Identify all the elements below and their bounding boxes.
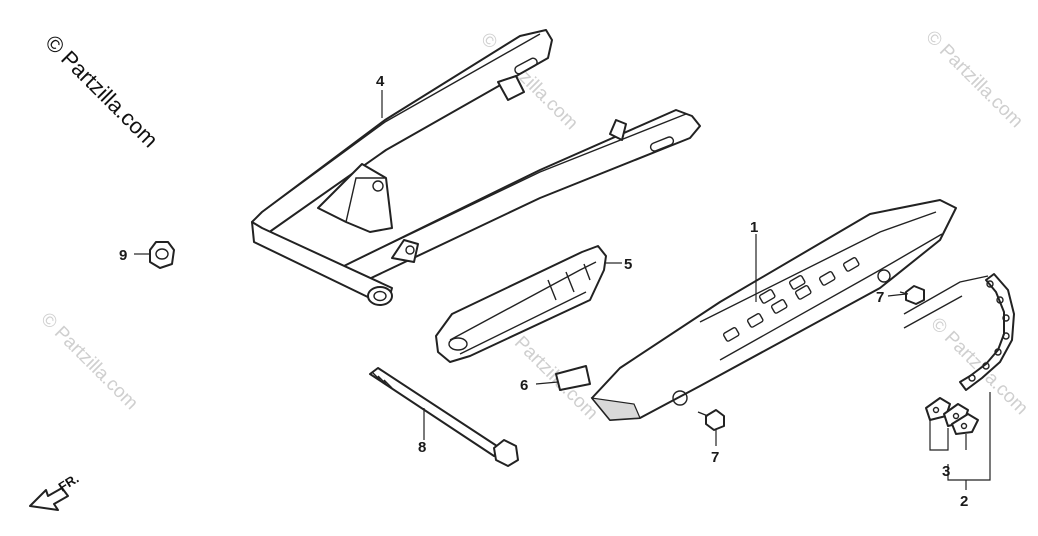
- callout-chain-case: 1: [750, 219, 758, 236]
- callouts: 4 9 5 1 7 7 6 8 3 2: [119, 73, 968, 510]
- swingarm: [251, 29, 701, 306]
- pivot-bolt: [369, 367, 519, 467]
- bolt-lower: [697, 409, 725, 431]
- callout-chain: 2: [960, 493, 968, 510]
- chain-case-slots: [722, 257, 860, 342]
- callout-chain-slider: 5: [624, 256, 632, 273]
- chain-case: [590, 199, 957, 421]
- callout-label: 6: [520, 377, 528, 394]
- callout-joint: 3: [942, 463, 950, 480]
- watermark-faint: © Partzilla.com: [36, 309, 141, 414]
- callout-bolt-upper: 7: [876, 289, 884, 306]
- bolt-upper: [899, 285, 925, 305]
- watermark-main: © Partzilla.com: [40, 30, 163, 153]
- nut: [149, 241, 175, 269]
- callout-swingarm: 4: [376, 73, 385, 90]
- master-link: [925, 397, 979, 435]
- caution-label: [555, 365, 591, 391]
- callout-bolt-lower: 7: [711, 449, 719, 466]
- chain-slider: [435, 245, 607, 363]
- drive-chain: [903, 273, 1015, 391]
- watermark-faint: © Partzilla.com: [921, 27, 1026, 132]
- callout-pivot-bolt: 8: [418, 439, 426, 456]
- chain-links: [968, 280, 1010, 382]
- callout-nut: 9: [119, 247, 127, 264]
- front-direction-arrow: FR.: [29, 471, 81, 511]
- leader-lines: [134, 90, 991, 490]
